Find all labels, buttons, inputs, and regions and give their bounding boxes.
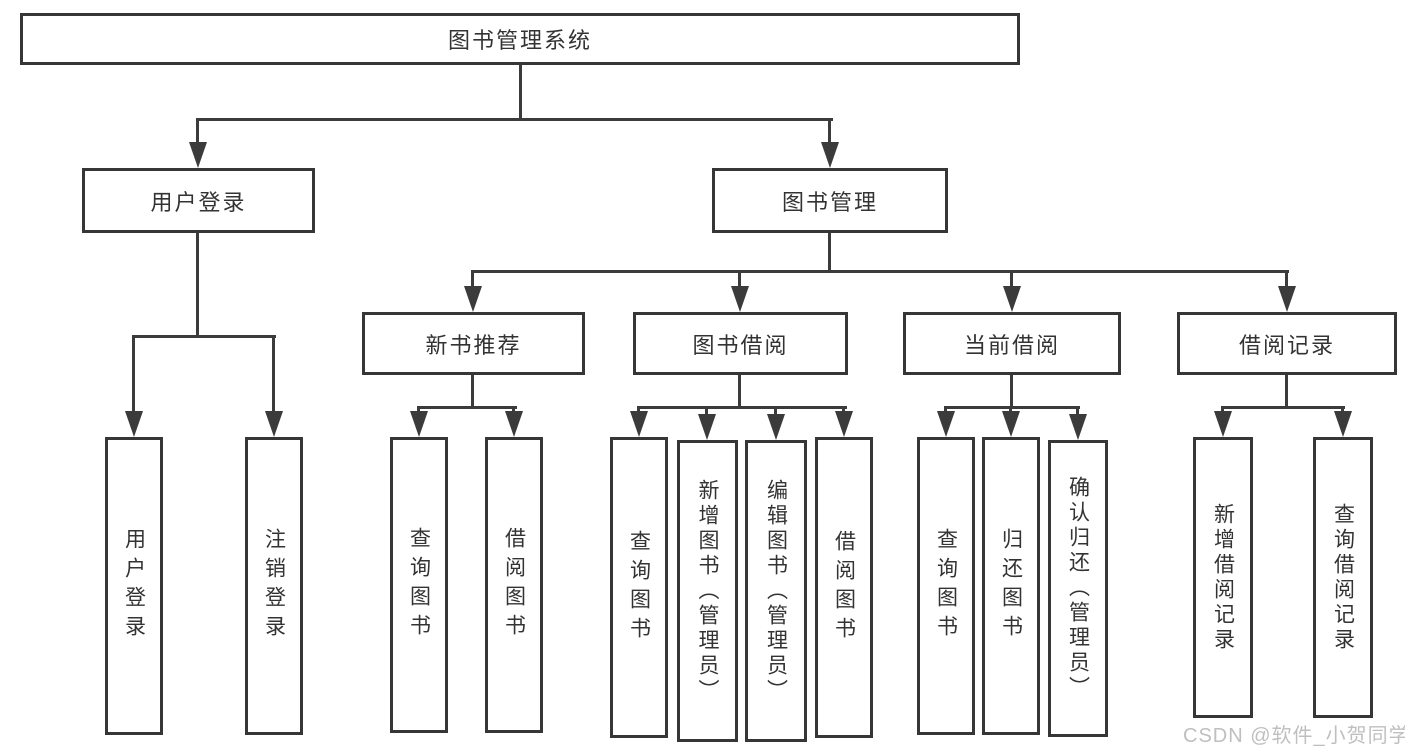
leaf-user-login: 用户登录	[105, 437, 163, 735]
edge-bb-add-shaft	[705, 406, 708, 420]
arrow-to-leaf-nr-borrow	[505, 411, 523, 437]
edge-book-cb-shaft	[1010, 270, 1013, 290]
arrow-to-new-book-recommend	[464, 286, 482, 312]
edge-user-logout-shaft	[272, 335, 275, 415]
edge-root-rail	[197, 118, 833, 121]
leaf-user-logout: 注销登录	[245, 437, 303, 735]
leaf-br-add-record-label: 新增借阅记录	[1211, 502, 1235, 653]
leaf-bb-edit-books-admin: 编辑图书（管理员）	[745, 440, 807, 742]
node-new-book-recommend: 新书推荐	[362, 312, 585, 375]
edge-book-br-shaft	[1285, 270, 1288, 290]
edge-nr-rail	[417, 406, 517, 409]
leaf-cb-query-books: 查询图书	[917, 437, 975, 735]
edge-root-stem	[519, 65, 522, 120]
leaf-nr-borrow-books-label: 借阅图书	[502, 527, 526, 643]
leaf-br-add-record: 新增借阅记录	[1193, 437, 1253, 718]
node-book-borrow: 图书借阅	[633, 312, 848, 375]
leaf-bb-edit-books-admin-label: 编辑图书（管理员）	[764, 478, 788, 704]
edge-root-user-shaft	[196, 118, 199, 146]
arrow-to-leaf-bb-edit	[767, 414, 785, 440]
leaf-bb-borrow-books-label: 借阅图书	[832, 529, 856, 646]
leaf-bb-query-books-label: 查询图书	[627, 529, 651, 646]
leaf-cb-confirm-return-admin-label: 确认归还（管理员）	[1066, 476, 1090, 701]
arrow-to-leaf-nr-query	[410, 411, 428, 437]
edge-book-bb-shaft	[738, 270, 741, 290]
arrow-to-leaf-br-query	[1334, 411, 1352, 437]
leaf-br-query-record: 查询借阅记录	[1313, 437, 1373, 718]
leaf-nr-query-books: 查询图书	[390, 437, 448, 733]
leaf-cb-confirm-return-admin: 确认归还（管理员）	[1048, 440, 1108, 737]
leaf-cb-query-books-label: 查询图书	[934, 528, 958, 644]
node-root: 图书管理系统	[20, 13, 1020, 65]
node-borrow-records: 借阅记录	[1177, 312, 1397, 375]
leaf-bb-add-books-admin: 新增图书（管理员）	[677, 440, 738, 742]
leaf-bb-borrow-books: 借阅图书	[815, 437, 873, 738]
node-root-label: 图书管理系统	[447, 28, 592, 53]
edge-user-rail	[132, 335, 276, 338]
leaf-nr-query-books-label: 查询图书	[407, 527, 431, 643]
arrow-to-leaf-br-add	[1214, 411, 1232, 437]
node-book-management-module: 图书管理	[712, 168, 948, 233]
csdn-watermark: CSDN @软件_小贺同学	[1183, 725, 1405, 747]
node-book-management-module-label: 图书管理	[781, 189, 878, 215]
edge-root-book-shaft	[828, 118, 831, 146]
node-current-borrow: 当前借阅	[903, 312, 1121, 375]
arrow-to-current-borrow	[1003, 286, 1021, 312]
edge-book-nr-shaft	[471, 270, 474, 290]
node-user-login-module: 用户登录	[82, 168, 315, 233]
edge-book-rail	[471, 270, 1289, 273]
edge-bb-rail	[637, 406, 847, 409]
arrow-to-leaf-bb-borrow	[835, 411, 853, 437]
edge-user-stem	[196, 232, 199, 338]
node-user-login-module-label: 用户登录	[150, 189, 247, 215]
edge-br-rail	[1221, 406, 1345, 409]
node-new-book-recommend-label: 新书推荐	[425, 332, 522, 358]
arrow-to-leaf-cb-confirm	[1069, 414, 1087, 440]
leaf-cb-return-books-label: 归还图书	[999, 528, 1023, 644]
edge-book-stem	[828, 233, 831, 273]
edge-nr-stem	[471, 375, 474, 408]
arrow-to-leaf-bb-add	[698, 414, 716, 440]
arrow-to-user-login-module	[189, 142, 207, 168]
arrow-to-leaf-user-logout	[265, 411, 283, 437]
leaf-user-logout-label: 注销登录	[262, 528, 286, 644]
leaf-bb-query-books: 查询图书	[610, 437, 668, 738]
arrow-to-book-management-module	[821, 142, 839, 168]
leaf-bb-add-books-admin-label: 新增图书（管理员）	[696, 478, 719, 704]
leaf-br-query-record-label: 查询借阅记录	[1331, 502, 1355, 653]
arrow-to-leaf-bb-query	[630, 411, 648, 437]
leaf-user-login-label: 用户登录	[122, 528, 146, 644]
arrow-to-borrow-records	[1278, 286, 1296, 312]
arrow-to-book-borrow	[731, 286, 749, 312]
edge-br-stem	[1285, 375, 1288, 408]
edge-bb-stem	[738, 375, 741, 408]
arrow-to-leaf-cb-return	[1002, 411, 1020, 437]
node-borrow-records-label: 借阅记录	[1238, 332, 1335, 358]
node-book-borrow-label: 图书借阅	[692, 332, 789, 358]
edge-cb-stem	[1010, 375, 1013, 408]
node-current-borrow-label: 当前借阅	[963, 332, 1060, 358]
edge-bb-edit-shaft	[774, 406, 777, 420]
edge-user-login-shaft	[132, 335, 135, 415]
arrow-to-leaf-user-login	[125, 411, 143, 437]
leaf-nr-borrow-books: 借阅图书	[485, 437, 543, 733]
edge-cb-rail	[944, 406, 1080, 409]
leaf-cb-return-books: 归还图书	[982, 437, 1040, 735]
arrow-to-leaf-cb-query	[937, 411, 955, 437]
edge-cb-confirm-shaft	[1076, 406, 1079, 420]
